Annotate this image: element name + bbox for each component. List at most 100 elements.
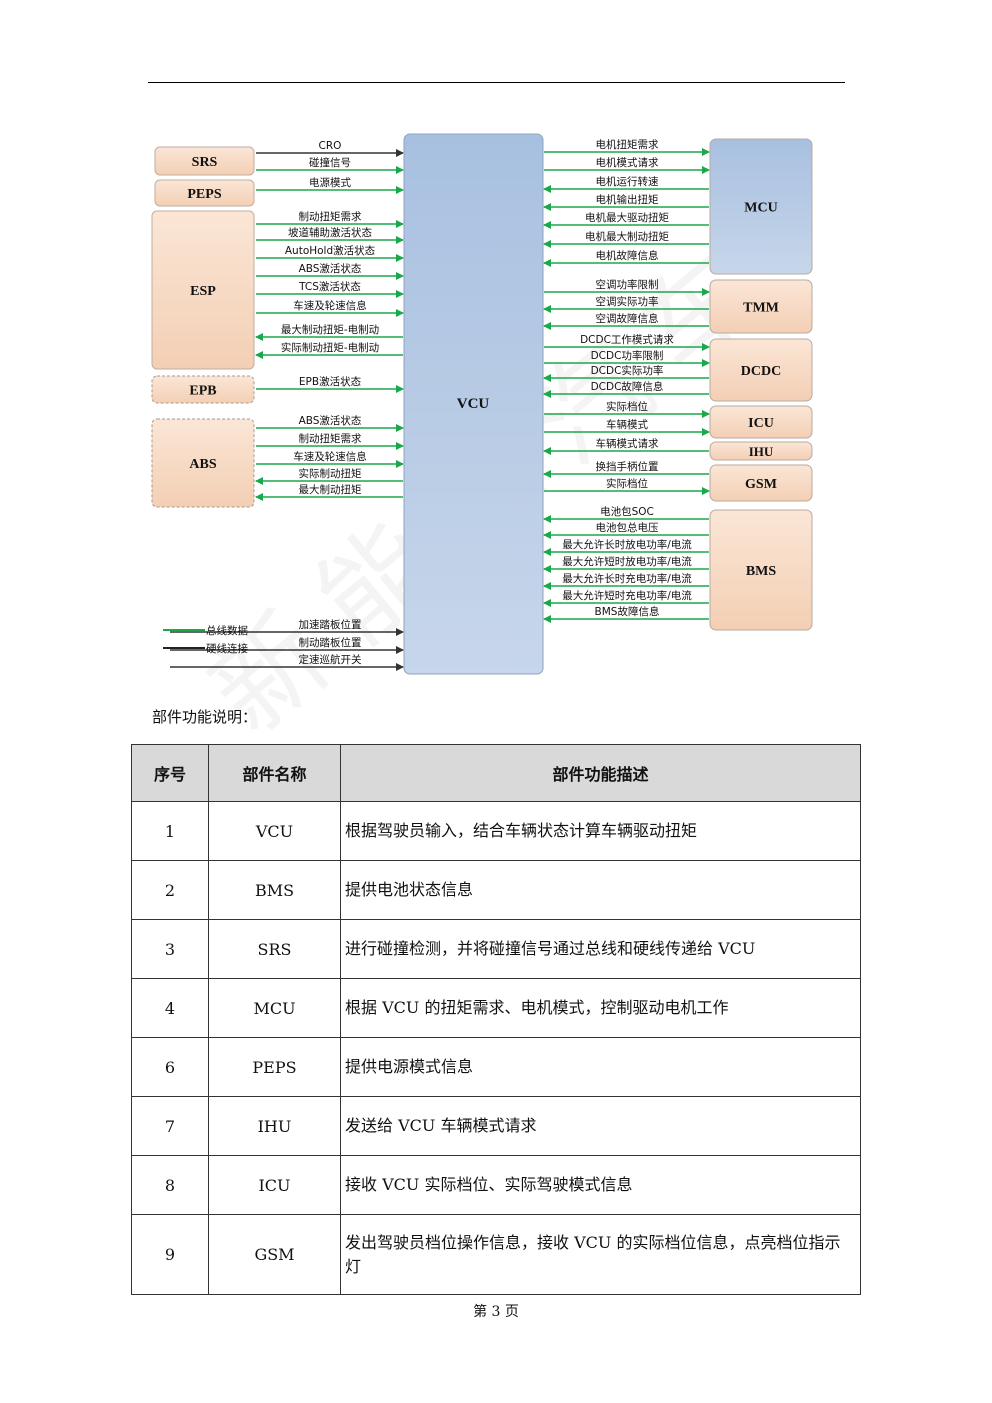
legend-label: 总线数据	[206, 624, 248, 637]
row-name: ICU	[208, 1155, 341, 1215]
left-signal-label: 加速踏板位置	[299, 618, 362, 631]
vcu-architecture-diagram: VCUSRSPEPSESPEPBABSMCUTMMDCDCICUIHUGSMBM…	[151, 133, 813, 675]
row-desc: 进行碰撞检测，并将碰撞信号通过总线和硬线传递给 VCU	[340, 919, 861, 979]
row-no: 8	[131, 1155, 209, 1215]
epb-box	[151, 375, 255, 404]
table-row: 4 MCU 根据 VCU 的扭矩需求、电机模式，控制驱动电机工作	[131, 978, 861, 1038]
bms-box	[709, 509, 813, 631]
header-desc: 部件功能描述	[340, 744, 861, 802]
gsm-label: GSM	[745, 477, 777, 492]
right-signal-label: 最大允许长时充电功率/电流	[562, 572, 692, 585]
epb-label: EPB	[189, 384, 216, 399]
legend-label: 硬线连接	[206, 642, 248, 655]
table-row: 3 SRS 进行碰撞检测，并将碰撞信号通过总线和硬线传递给 VCU	[131, 919, 861, 979]
bms-label: BMS	[746, 564, 777, 579]
right-signal-label: 电机扭矩需求	[596, 138, 659, 151]
right-signal-label: 电机输出扭矩	[596, 193, 659, 206]
left-signal-label: 制动扭矩需求	[299, 210, 362, 223]
table-header-row: 序号 部件名称 部件功能描述	[131, 744, 861, 802]
peps-label: PEPS	[187, 187, 221, 202]
right-signal-label: 车辆模式	[606, 418, 648, 431]
mcu-box	[709, 138, 813, 275]
esp-label: ESP	[190, 284, 216, 299]
right-signal-label: DCDC功率限制	[591, 349, 664, 362]
right-signal-label: 最大允许长时放电功率/电流	[562, 538, 692, 551]
right-signal-label: DCDC故障信息	[591, 380, 664, 393]
left-signal-label: 制动扭矩需求	[299, 432, 362, 445]
row-desc: 发出驾驶员档位操作信息，接收 VCU 的实际档位信息，点亮档位指示灯	[340, 1214, 861, 1295]
header-no: 序号	[131, 744, 209, 802]
component-function-table: 序号 部件名称 部件功能描述 1 VCU 根据驾驶员输入，结合车辆状态计算车辆驱…	[131, 744, 861, 1295]
row-no: 4	[131, 978, 209, 1038]
row-name: IHU	[208, 1096, 341, 1156]
right-signal-label: 电池包总电压	[596, 521, 659, 534]
left-signal-label: 最大制动扭矩	[299, 483, 362, 496]
row-desc: 根据驾驶员输入，结合车辆状态计算车辆驱动扭矩	[340, 801, 861, 861]
esp-box	[151, 210, 255, 370]
abs-label: ABS	[189, 457, 216, 472]
right-signal-label: DCDC实际功率	[591, 364, 664, 377]
row-no: 1	[131, 801, 209, 861]
icu-label: ICU	[748, 416, 774, 431]
row-desc: 根据 VCU 的扭矩需求、电机模式，控制驱动电机工作	[340, 978, 861, 1038]
dcdc-box	[709, 338, 813, 402]
row-no: 7	[131, 1096, 209, 1156]
row-name: MCU	[208, 978, 341, 1038]
peps-box	[154, 179, 255, 207]
right-signal-label: 电机最大制动扭矩	[585, 230, 669, 243]
left-signal-label: 车速及轮速信息	[293, 450, 367, 463]
right-signal-label: 电机运行转速	[596, 175, 659, 188]
row-no: 2	[131, 860, 209, 920]
row-no: 6	[131, 1037, 209, 1097]
table-row: 8 ICU 接收 VCU 实际档位、实际驾驶模式信息	[131, 1155, 861, 1215]
row-name: SRS	[208, 919, 341, 979]
left-signal-label: 实际制动扭矩-电制动	[281, 341, 379, 354]
left-signal-label: 碰撞信号	[309, 156, 351, 169]
mcu-label: MCU	[744, 201, 777, 216]
left-signal-label: EPB激活状态	[299, 375, 362, 388]
left-signal-label: TCS激活状态	[298, 280, 361, 293]
ihu-label: IHU	[749, 444, 774, 459]
row-no: 3	[131, 919, 209, 979]
table-row: 9 GSM 发出驾驶员档位操作信息，接收 VCU 的实际档位信息，点亮档位指示灯	[131, 1214, 861, 1295]
section-caption: 部件功能说明：	[152, 708, 258, 726]
left-signal-label: AutoHold激活状态	[285, 244, 376, 257]
table-row: 6 PEPS 提供电源模式信息	[131, 1037, 861, 1097]
ihu-box	[709, 441, 813, 461]
gsm-box	[709, 464, 813, 502]
row-desc: 提供电源模式信息	[340, 1037, 861, 1097]
tmm-box	[709, 279, 813, 334]
left-signal-label: 电源模式	[309, 176, 351, 189]
left-signal-label: 坡道辅助激活状态	[288, 226, 372, 239]
table-row: 7 IHU 发送给 VCU 车辆模式请求	[131, 1096, 861, 1156]
page-footer: 第 3 页	[473, 1304, 519, 1320]
abs-box	[151, 418, 255, 508]
right-signal-label: 电机最大驱动扭矩	[585, 211, 669, 224]
row-name: VCU	[208, 801, 341, 861]
row-desc: 提供电池状态信息	[340, 860, 861, 920]
right-signal-label: BMS故障信息	[595, 605, 660, 618]
right-signal-label: 最大允许短时放电功率/电流	[562, 555, 692, 568]
right-signal-label: 电池包SOC	[600, 505, 654, 518]
right-signal-label: 车辆模式请求	[596, 437, 659, 450]
right-signal-label: 空调实际功率	[596, 295, 659, 308]
left-signal-label: CRO	[319, 140, 342, 152]
right-signal-label: 电机故障信息	[596, 249, 659, 262]
right-signal-label: 空调功率限制	[596, 278, 659, 291]
icu-box	[709, 405, 813, 439]
right-signal-label: 最大允许短时充电功率/电流	[562, 589, 692, 602]
tmm-label: TMM	[743, 301, 779, 316]
right-signal-label: 实际档位	[606, 477, 648, 490]
srs-box	[154, 146, 255, 176]
row-desc: 发送给 VCU 车辆模式请求	[340, 1096, 861, 1156]
dcdc-label: DCDC	[741, 364, 781, 379]
right-signal-label: DCDC工作模式请求	[580, 333, 674, 346]
srs-label: SRS	[192, 155, 218, 170]
row-name: GSM	[208, 1214, 341, 1295]
left-signal-label: 车速及轮速信息	[293, 299, 367, 312]
left-signal-label: 实际制动扭矩	[299, 467, 362, 480]
left-signal-label: 最大制动扭矩-电制动	[281, 323, 379, 336]
table-row: 1 VCU 根据驾驶员输入，结合车辆状态计算车辆驱动扭矩	[131, 801, 861, 861]
row-desc: 接收 VCU 实际档位、实际驾驶模式信息	[340, 1155, 861, 1215]
row-name: BMS	[208, 860, 341, 920]
